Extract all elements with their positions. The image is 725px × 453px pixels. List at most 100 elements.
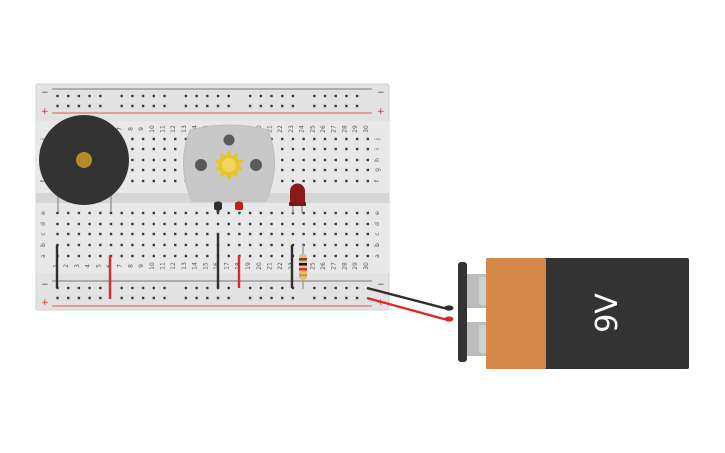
breadboard-hole[interactable] [302,211,305,215]
breadboard-hole[interactable] [334,94,337,98]
breadboard-hole[interactable] [152,254,155,258]
breadboard-hole[interactable] [366,158,369,162]
breadboard-hole[interactable] [366,137,369,141]
breadboard-hole[interactable] [248,222,252,226]
breadboard-hole[interactable] [120,104,123,108]
breadboard-hole[interactable] [323,243,327,247]
breadboard-hole[interactable] [291,137,295,141]
breadboard-hole[interactable] [334,243,337,247]
breadboard-hole[interactable] [163,222,166,226]
breadboard-hole[interactable] [195,286,198,290]
breadboard-hole[interactable] [259,104,262,108]
breadboard-hole[interactable] [270,254,273,258]
breadboard-hole[interactable] [259,211,262,215]
breadboard-hole[interactable] [152,211,155,215]
breadboard-hole[interactable] [281,243,284,247]
breadboard-hole[interactable] [184,94,188,98]
breadboard-hole[interactable] [323,104,327,108]
breadboard-hole[interactable] [109,243,113,247]
breadboard-hole[interactable] [248,254,252,258]
breadboard-hole[interactable] [334,158,337,162]
breadboard-hole[interactable] [141,286,145,290]
breadboard-hole[interactable] [67,104,70,108]
breadboard-hole[interactable] [345,243,348,247]
breadboard-hole[interactable] [56,94,59,98]
breadboard-hole[interactable] [152,243,155,247]
breadboard-hole[interactable] [281,137,284,141]
breadboard-hole[interactable] [206,296,209,300]
breadboard-hole[interactable] [120,286,123,290]
breadboard-hole[interactable] [163,104,166,108]
breadboard-hole[interactable] [174,211,177,215]
battery-wires[interactable] [366,286,454,322]
breadboard-hole[interactable] [77,254,81,258]
breadboard-hole[interactable] [163,158,166,162]
breadboard-hole[interactable] [152,147,155,151]
breadboard-hole[interactable] [227,254,230,258]
breadboard-hole[interactable] [345,137,348,141]
buzzer[interactable] [39,115,129,212]
breadboard-hole[interactable] [334,104,337,108]
breadboard-hole[interactable] [141,222,145,226]
led-body[interactable] [290,183,305,206]
breadboard-hole[interactable] [184,211,188,215]
breadboard-hole[interactable] [109,211,113,215]
breadboard-hole[interactable] [248,94,252,98]
breadboard-hole[interactable] [334,137,337,141]
breadboard-hole[interactable] [355,286,359,290]
breadboard-hole[interactable] [206,94,209,98]
breadboard-hole[interactable] [323,137,327,141]
breadboard-hole[interactable] [345,147,348,151]
breadboard-hole[interactable] [355,232,359,236]
breadboard-hole[interactable] [291,104,295,108]
breadboard-hole[interactable] [345,286,348,290]
breadboard-hole[interactable] [131,94,134,98]
breadboard-hole[interactable] [366,243,369,247]
breadboard-hole[interactable] [281,222,284,226]
breadboard-hole[interactable] [366,211,369,215]
breadboard-hole[interactable] [174,137,177,141]
breadboard-hole[interactable] [291,232,295,236]
breadboard-hole[interactable] [88,211,91,215]
breadboard-hole[interactable] [323,254,327,258]
breadboard-hole[interactable] [131,137,134,141]
breadboard-hole[interactable] [88,104,91,108]
breadboard-hole[interactable] [163,147,166,151]
breadboard-hole[interactable] [281,286,284,290]
breadboard-hole[interactable] [141,243,145,247]
breadboard-hole[interactable] [238,243,241,247]
breadboard-hole[interactable] [152,137,155,141]
breadboard-hole[interactable] [195,222,198,226]
breadboard-hole[interactable] [248,104,252,108]
breadboard-hole[interactable] [109,222,113,226]
breadboard-hole[interactable] [270,222,273,226]
breadboard-hole[interactable] [99,232,102,236]
breadboard-hole[interactable] [281,168,284,172]
breadboard-hole[interactable] [281,296,284,300]
breadboard-hole[interactable] [184,137,188,141]
breadboard-hole[interactable] [77,232,81,236]
breadboard-hole[interactable] [206,222,209,226]
breadboard-hole[interactable] [227,94,230,98]
breadboard-hole[interactable] [195,104,198,108]
breadboard-hole[interactable] [248,211,252,215]
breadboard-hole[interactable] [131,296,134,300]
breadboard-hole[interactable] [174,168,177,172]
breadboard-hole[interactable] [206,243,209,247]
breadboard-hole[interactable] [227,243,230,247]
breadboard-hole[interactable] [248,243,252,247]
breadboard-hole[interactable] [120,243,123,247]
breadboard-hole[interactable] [345,222,348,226]
breadboard-hole[interactable] [355,211,359,215]
breadboard-hole[interactable] [141,211,145,215]
breadboard-hole[interactable] [88,232,91,236]
breadboard-hole[interactable] [291,158,295,162]
breadboard-hole[interactable] [216,222,220,226]
breadboard-hole[interactable] [355,94,359,98]
breadboard-hole[interactable] [206,211,209,215]
breadboard-hole[interactable] [366,254,369,258]
breadboard-hole[interactable] [56,232,59,236]
breadboard-hole[interactable] [141,137,145,141]
breadboard-hole[interactable] [99,296,102,300]
